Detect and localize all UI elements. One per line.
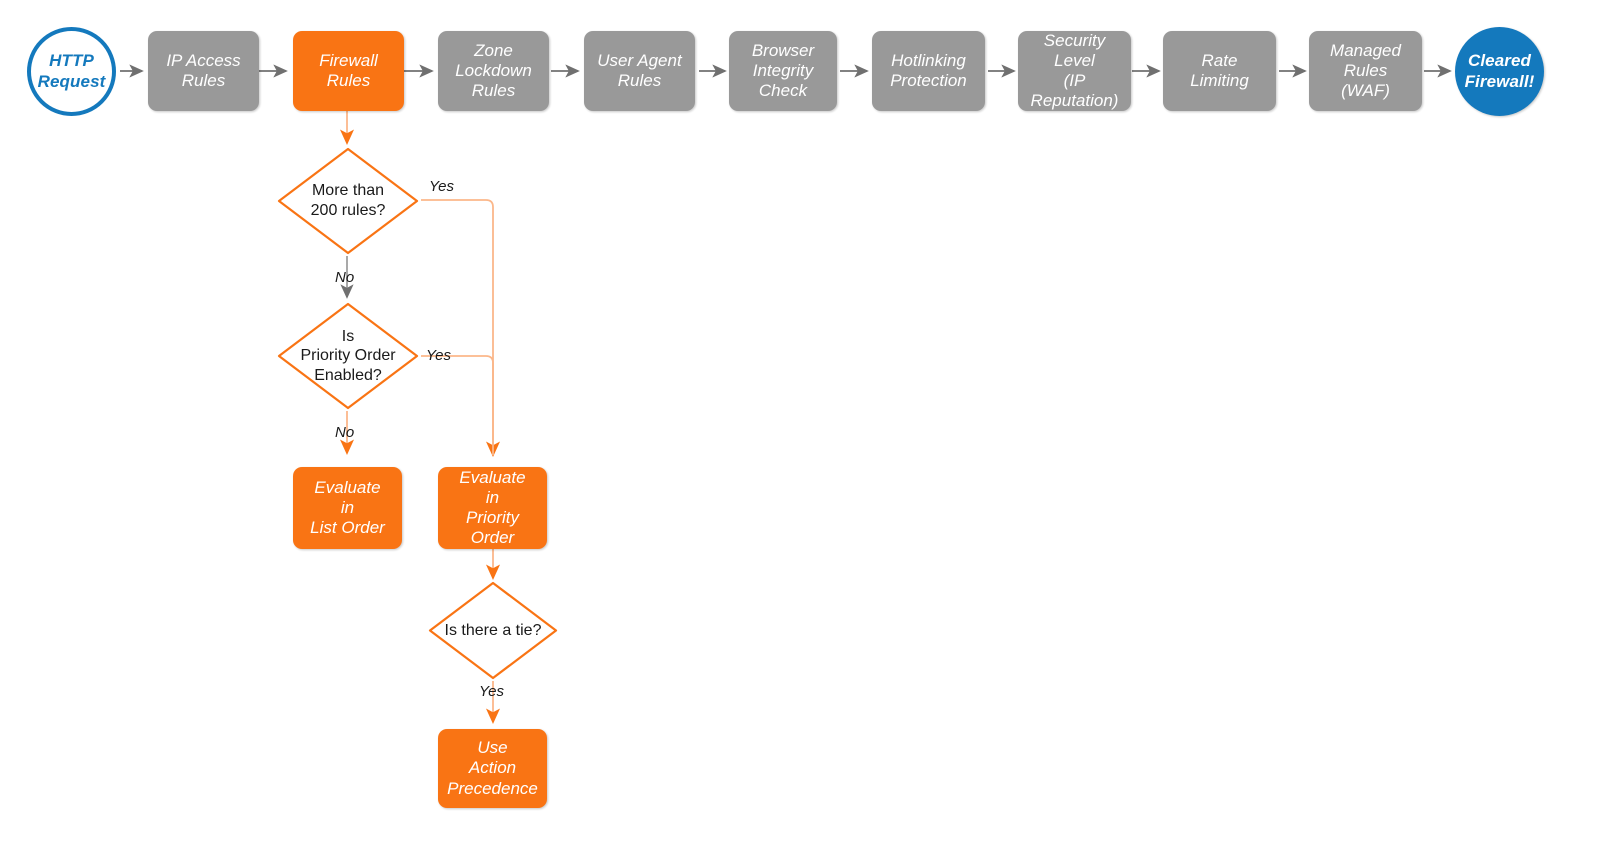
node-use-action-precedence[interactable]: Use Action Precedence (438, 729, 547, 808)
node-label: Firewall Rules (319, 50, 378, 90)
node-label: Managed Rules (WAF) (1330, 40, 1401, 101)
node-label: HTTP Request (37, 51, 106, 91)
node-label: IP Access Rules (166, 50, 241, 90)
edge-label-priority-order-yes: Yes (426, 347, 452, 364)
node-label: Use Action Precedence (447, 738, 538, 798)
node-security-level[interactable]: Security Level (IP Reputation) (1018, 31, 1131, 111)
node-label: Hotlinking Protection (890, 50, 967, 90)
node-label: Zone Lockdown Rules (455, 40, 532, 101)
node-label: Evaluate in List Order (310, 477, 385, 538)
node-label: User Agent Rules (597, 50, 682, 90)
wire-d2-yes (421, 355, 494, 455)
node-managed-rules-waf[interactable]: Managed Rules (WAF) (1309, 31, 1422, 111)
node-cleared-firewall[interactable]: Cleared Firewall! (1455, 27, 1544, 116)
node-user-agent-rules[interactable]: User Agent Rules (584, 31, 695, 111)
edge-label-more-than-200-yes: Yes (429, 178, 455, 195)
node-zone-lockdown-rules[interactable]: Zone Lockdown Rules (438, 31, 549, 111)
node-http-request[interactable]: HTTP Request (27, 27, 116, 116)
wire-d1-yes (421, 199, 501, 457)
node-rate-limiting[interactable]: Rate Limiting (1163, 31, 1276, 111)
diamond-shape (428, 581, 558, 680)
node-ip-access-rules[interactable]: IP Access Rules (148, 31, 259, 111)
node-label: Cleared Firewall! (1464, 51, 1535, 91)
node-evaluate-in-priority-order[interactable]: Evaluate in Priority Order (438, 467, 547, 549)
diamond-shape (277, 302, 419, 410)
decision-is-priority-order-enabled[interactable]: Is Priority Order Enabled? (276, 301, 420, 411)
node-hotlinking-protection[interactable]: Hotlinking Protection (872, 31, 985, 111)
decision-is-there-a-tie[interactable]: Is there a tie? (427, 580, 559, 681)
node-label: Browser Integrity Check (751, 40, 815, 101)
node-firewall-rules[interactable]: Firewall Rules (293, 31, 404, 111)
node-label: Security Level (IP Reputation) (1030, 30, 1119, 111)
node-browser-integrity-check[interactable]: Browser Integrity Check (729, 31, 837, 111)
edge-label-more-than-200-no: No (335, 269, 355, 286)
edge-label-tie-yes: Yes (479, 683, 505, 700)
node-evaluate-in-list-order[interactable]: Evaluate in List Order (293, 467, 402, 549)
diamond-shape (277, 147, 419, 255)
node-label: Rate Limiting (1190, 50, 1249, 90)
node-label: Evaluate in Priority Order (459, 467, 526, 548)
edge-label-priority-order-no: No (335, 424, 355, 441)
decision-more-than-200-rules[interactable]: More than 200 rules? (276, 146, 420, 256)
